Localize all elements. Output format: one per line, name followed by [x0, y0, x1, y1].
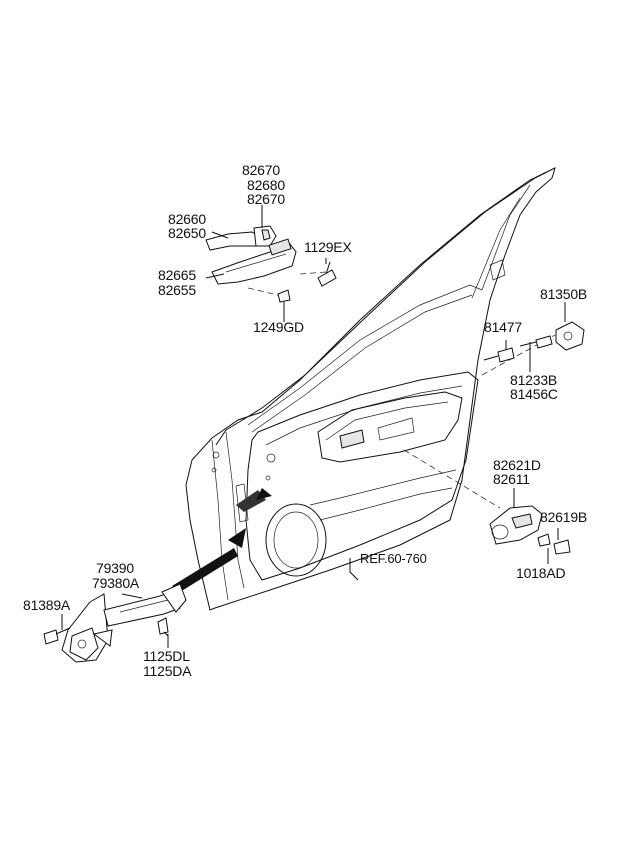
label-1018ad: 1018AD — [516, 565, 566, 581]
ref-label: REF.60-760 — [360, 551, 427, 566]
door-checker — [43, 583, 187, 663]
bolt-1129ex — [317, 261, 337, 287]
label-82611: 82611 — [493, 471, 530, 487]
label-82660: 82660 — [168, 211, 206, 227]
label-82670-a: 82670 — [242, 162, 280, 178]
label-82650: 82650 — [168, 225, 206, 241]
leader-lines — [61, 205, 566, 648]
label-82619b: 82619B — [540, 509, 588, 525]
label-1249gd: 1249GD — [253, 319, 304, 335]
label-79380a: 79380A — [92, 575, 140, 591]
label-79390: 79390 — [96, 560, 134, 576]
screw-1249gd — [277, 289, 291, 318]
door-stopper — [483, 321, 585, 363]
label-81233b: 81233B — [510, 372, 558, 388]
label-81389a: 81389A — [23, 597, 71, 613]
label-81456c: 81456C — [510, 386, 558, 402]
door-shell — [185, 167, 556, 611]
inside-handle — [489, 505, 571, 555]
label-1125dl: 1125DL — [143, 648, 190, 664]
label-82655: 82655 — [158, 282, 196, 298]
label-82621d: 82621D — [493, 457, 541, 473]
checker-arrow — [172, 548, 238, 592]
label-81477: 81477 — [484, 319, 522, 335]
arrow-head — [228, 528, 246, 548]
label-82680: 82680 — [247, 177, 285, 193]
dash-screw — [247, 287, 283, 297]
dash-inside-handle — [403, 449, 501, 509]
label-82670-b: 82670 — [247, 191, 285, 207]
outside-handle — [205, 225, 297, 285]
label-1129ex: 1129EX — [304, 239, 352, 255]
dash-stopper — [481, 334, 556, 376]
label-82665: 82665 — [158, 267, 196, 283]
label-1125da: 1125DA — [143, 663, 192, 679]
dash-bolt — [299, 271, 327, 275]
label-81350b: 81350B — [540, 286, 588, 302]
